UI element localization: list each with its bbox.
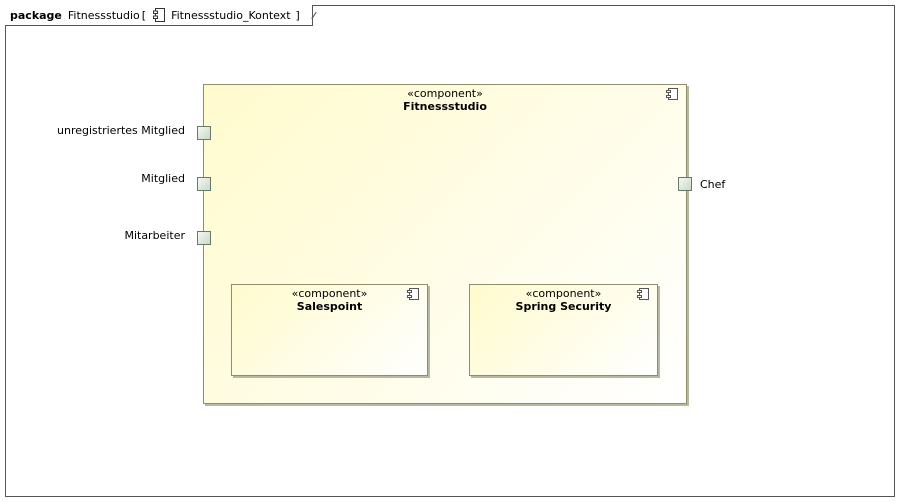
component-icon (407, 288, 419, 300)
component-name: Fitnessstudio (403, 100, 487, 113)
port-chef[interactable] (678, 177, 692, 191)
component-icon (666, 88, 678, 100)
frame-open-bracket: [ (141, 8, 147, 22)
port-label-unregistriertes-mitglied: unregistriertes Mitglied (57, 124, 185, 137)
component-salespoint[interactable]: «component» Salespoint (231, 284, 428, 376)
port-label-mitarbeiter: Mitarbeiter (124, 229, 185, 242)
port-mitarbeiter[interactable] (197, 231, 211, 245)
diagram-frame (5, 5, 895, 497)
port-label-chef: Chef (700, 178, 726, 191)
frame-diagram-name: Fitnessstudio_Kontext (171, 8, 291, 22)
component-name: Salespoint (296, 300, 363, 313)
frame-package-name: Fitnessstudio (67, 8, 140, 22)
component-stereotype: «component» (291, 287, 368, 300)
port-mitglied[interactable] (197, 177, 211, 191)
component-diagram-icon (153, 8, 166, 22)
component-spring-security[interactable]: «component» Spring Security (469, 284, 658, 376)
component-icon (637, 288, 649, 300)
frame-keyword: package (10, 8, 62, 22)
port-unregistriertes-mitglied[interactable] (197, 126, 211, 140)
component-stereotype: «component» (407, 87, 483, 100)
component-name: Spring Security (515, 300, 612, 313)
port-label-mitglied: Mitglied (141, 172, 185, 185)
frame-close-bracket: ] (295, 8, 300, 22)
frame-header-tab: package Fitnessstudio [ Fitnessstudio_Ko… (5, 5, 313, 26)
component-stereotype: «component» (525, 287, 602, 300)
